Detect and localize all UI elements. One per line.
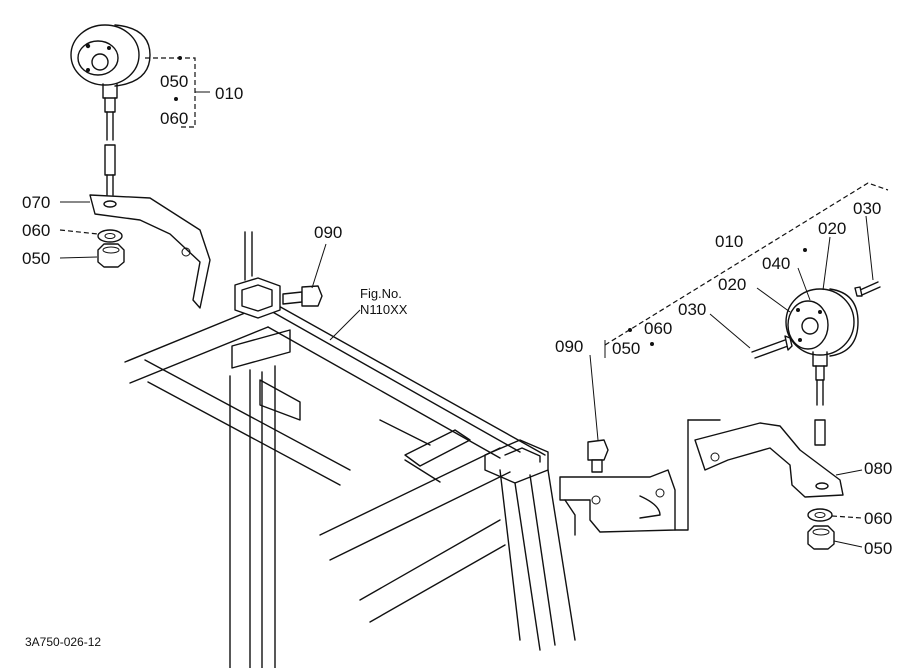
left-beacon-lamp bbox=[70, 24, 151, 196]
fig-no-label: Fig.No. bbox=[360, 286, 402, 301]
left-leaders bbox=[59, 56, 361, 341]
right-screws-030 bbox=[751, 281, 881, 359]
label-left-010: 010 bbox=[215, 84, 243, 103]
right-leaders bbox=[589, 182, 889, 548]
label-right-030-top: 030 bbox=[853, 199, 881, 218]
label-left-060: 060 bbox=[22, 221, 50, 240]
label-right-020: 020 bbox=[718, 275, 746, 294]
fig-no-value: N110XX bbox=[360, 302, 408, 317]
right-beacon-lamp bbox=[785, 288, 859, 446]
label-mid-090: 090 bbox=[314, 223, 342, 242]
label-right-010: 010 bbox=[715, 232, 743, 251]
left-bracket-070 bbox=[89, 194, 211, 309]
label-right-080: 080 bbox=[864, 459, 892, 478]
label-left-050-top: 050 bbox=[160, 72, 188, 91]
right-washer-060 bbox=[807, 508, 833, 522]
bolt-090-left bbox=[282, 285, 323, 307]
label-right-050: 050 bbox=[864, 539, 892, 558]
label-left-050: 050 bbox=[22, 249, 50, 268]
drawing-code: 3A750-026-12 bbox=[25, 635, 101, 649]
label-right-020-top: 020 bbox=[818, 219, 846, 238]
right-nut-050 bbox=[807, 525, 835, 550]
label-left-070: 070 bbox=[22, 193, 50, 212]
label-right-040: 040 bbox=[762, 254, 790, 273]
label-right-060: 060 bbox=[864, 509, 892, 528]
label-right-050-group: 050 bbox=[612, 339, 640, 358]
label-right-060-group: 060 bbox=[644, 319, 672, 338]
bolt-090-right bbox=[587, 439, 609, 473]
label-right-030: 030 bbox=[678, 300, 706, 319]
label-right-090: 090 bbox=[555, 337, 583, 356]
chassis-frame bbox=[124, 231, 676, 668]
clamp-block bbox=[234, 277, 281, 319]
left-washer-060 bbox=[97, 229, 123, 243]
right-bracket-080 bbox=[674, 419, 844, 531]
label-left-060-top: 060 bbox=[160, 109, 188, 128]
left-nut-050 bbox=[97, 243, 125, 268]
